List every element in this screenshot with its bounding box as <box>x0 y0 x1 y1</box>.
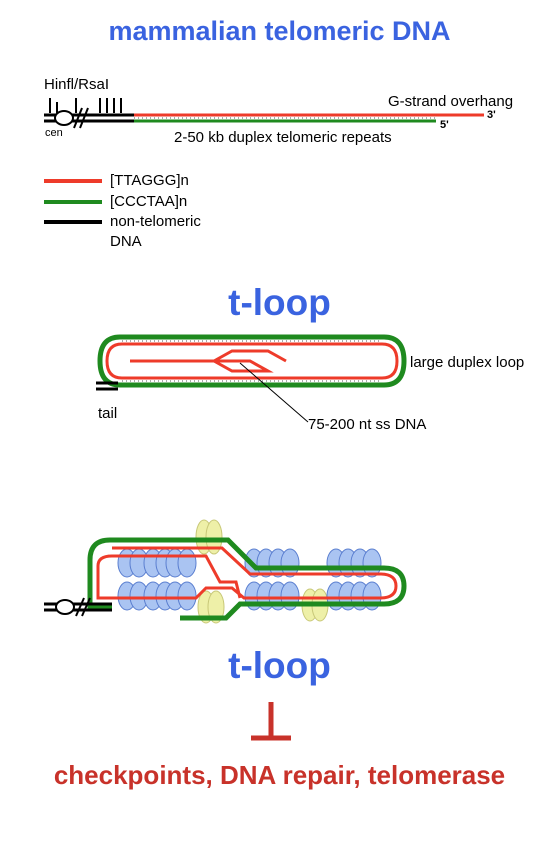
three-prime-label: 3' <box>487 109 496 121</box>
large-loop-label: large duplex loop <box>410 354 525 371</box>
ss-dna-label: 75-200 nt ss DNA <box>308 416 427 433</box>
overhang-label: G-strand overhang <box>388 93 514 110</box>
tail-label: tail <box>98 405 118 422</box>
inhibition-bar-icon <box>251 702 291 741</box>
tloop-title-1: t-loop <box>228 282 331 323</box>
tloop-diagram-1 <box>96 334 407 423</box>
tloop-diagram-2 <box>44 519 407 624</box>
centromere-icon <box>54 110 74 126</box>
restriction-site-ticks <box>49 98 122 113</box>
inhibited-processes-text: checkpoints, DNA repair, telomerase <box>53 760 506 790</box>
tloop-title-2: t-loop <box>228 645 331 686</box>
five-prime-label: 5' <box>440 119 449 131</box>
cen-label: cen <box>45 127 63 139</box>
linear-telomere-diagram <box>44 98 484 129</box>
ss-dna-pointer <box>239 362 309 423</box>
legend-label-ccctaa: [CCCTAA]n <box>110 193 188 210</box>
duplex-label: 2-50 kb duplex telomeric repeats <box>174 129 392 146</box>
page-title: mammalian telomeric DNA <box>108 16 451 46</box>
legend-swatches <box>44 179 102 224</box>
legend-label-nontelomeric: non-telomeric <box>110 213 201 230</box>
legend-label-ttaggg: [TTAGGG]n <box>110 172 189 189</box>
enzyme-label: Hinfl/RsaI <box>44 76 110 93</box>
legend-label-dna: DNA <box>110 233 142 250</box>
centromere-icon-2 <box>55 599 75 615</box>
